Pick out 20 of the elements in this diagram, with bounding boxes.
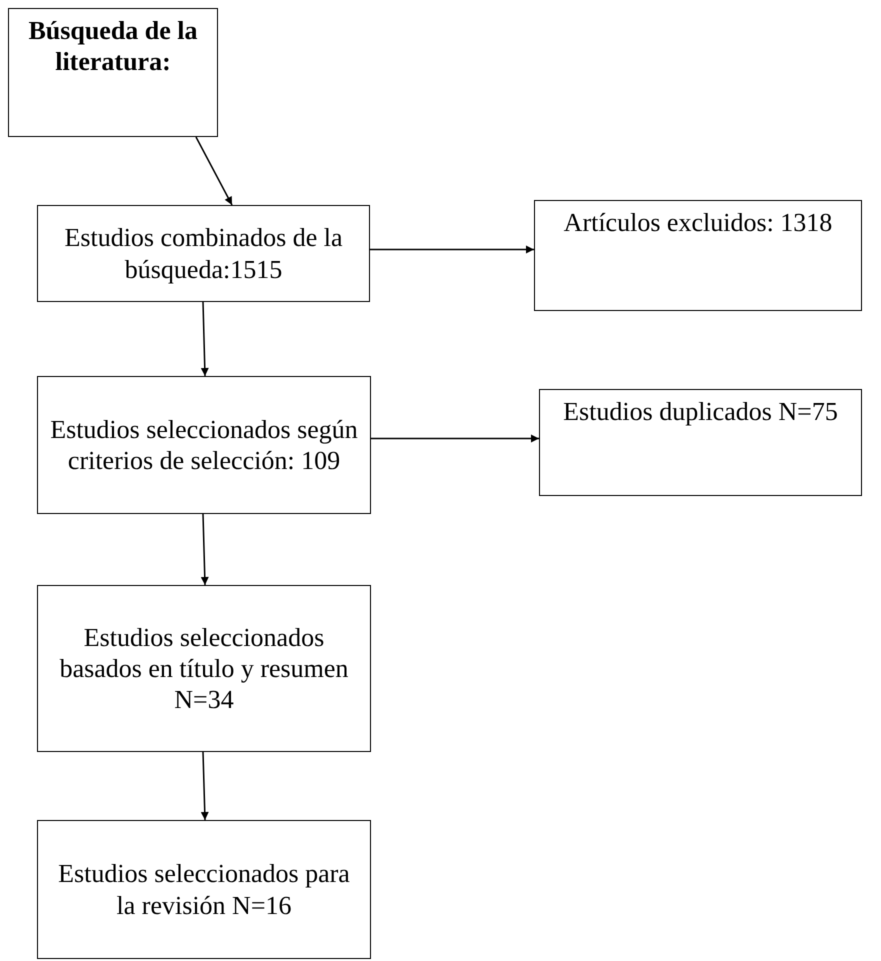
arrow <box>200 514 209 586</box>
process-box <box>37 820 371 959</box>
arrow <box>200 302 209 376</box>
box-text: Estudios seleccionados basados en título y resumen N=34 <box>58 622 350 716</box>
process-box <box>37 376 371 514</box>
arrow <box>370 246 534 254</box>
process-box <box>37 205 370 302</box>
process-box <box>8 8 218 137</box>
box-text: Artículos excluidos: 1318 <box>564 207 832 238</box>
arrow <box>371 434 539 442</box>
arrow <box>195 136 233 206</box>
process-box <box>37 585 371 752</box>
box-text: Estudios seleccionados según criterios de selección: 109 <box>49 414 359 476</box>
box-text: Estudios seleccionados para la revisión N=16 <box>57 858 351 921</box>
box-text: Búsqueda de la literatura: <box>27 15 199 78</box>
box-text: Estudios combinados de la búsqueda:1515 <box>63 222 344 285</box>
process-box <box>539 389 862 496</box>
arrow <box>200 752 209 820</box>
process-box <box>534 200 862 311</box>
box-text: Estudios duplicados N=75 <box>563 396 838 428</box>
